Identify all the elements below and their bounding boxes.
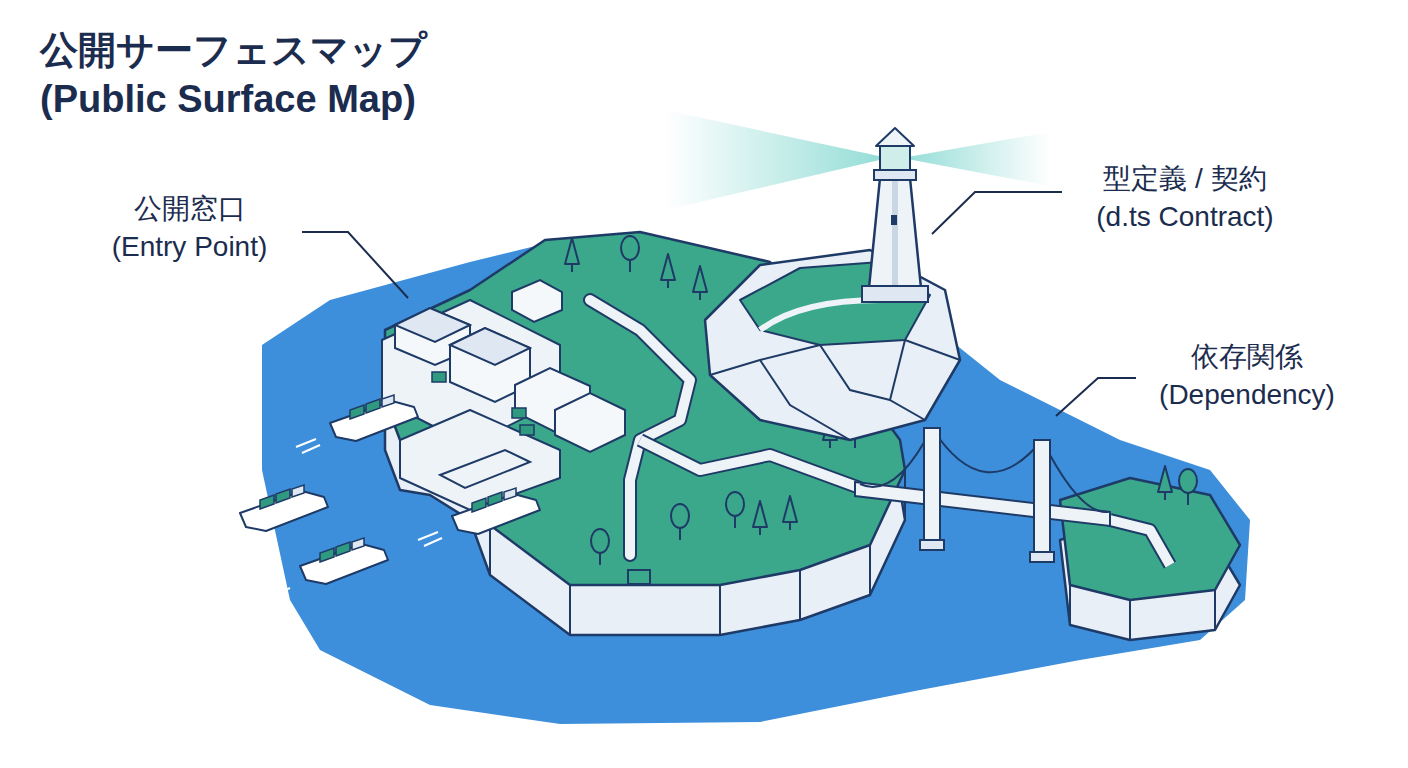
callout-label: 依存関係 (Dependency) xyxy=(1142,338,1352,414)
map-title: 公開サーフェスマップ (Public Surface Map) xyxy=(40,26,460,125)
callout-label: 公開窓口 (Entry Point) xyxy=(102,190,277,266)
callout-label: 型定義 / 契約 (d.ts Contract) xyxy=(1085,160,1285,236)
